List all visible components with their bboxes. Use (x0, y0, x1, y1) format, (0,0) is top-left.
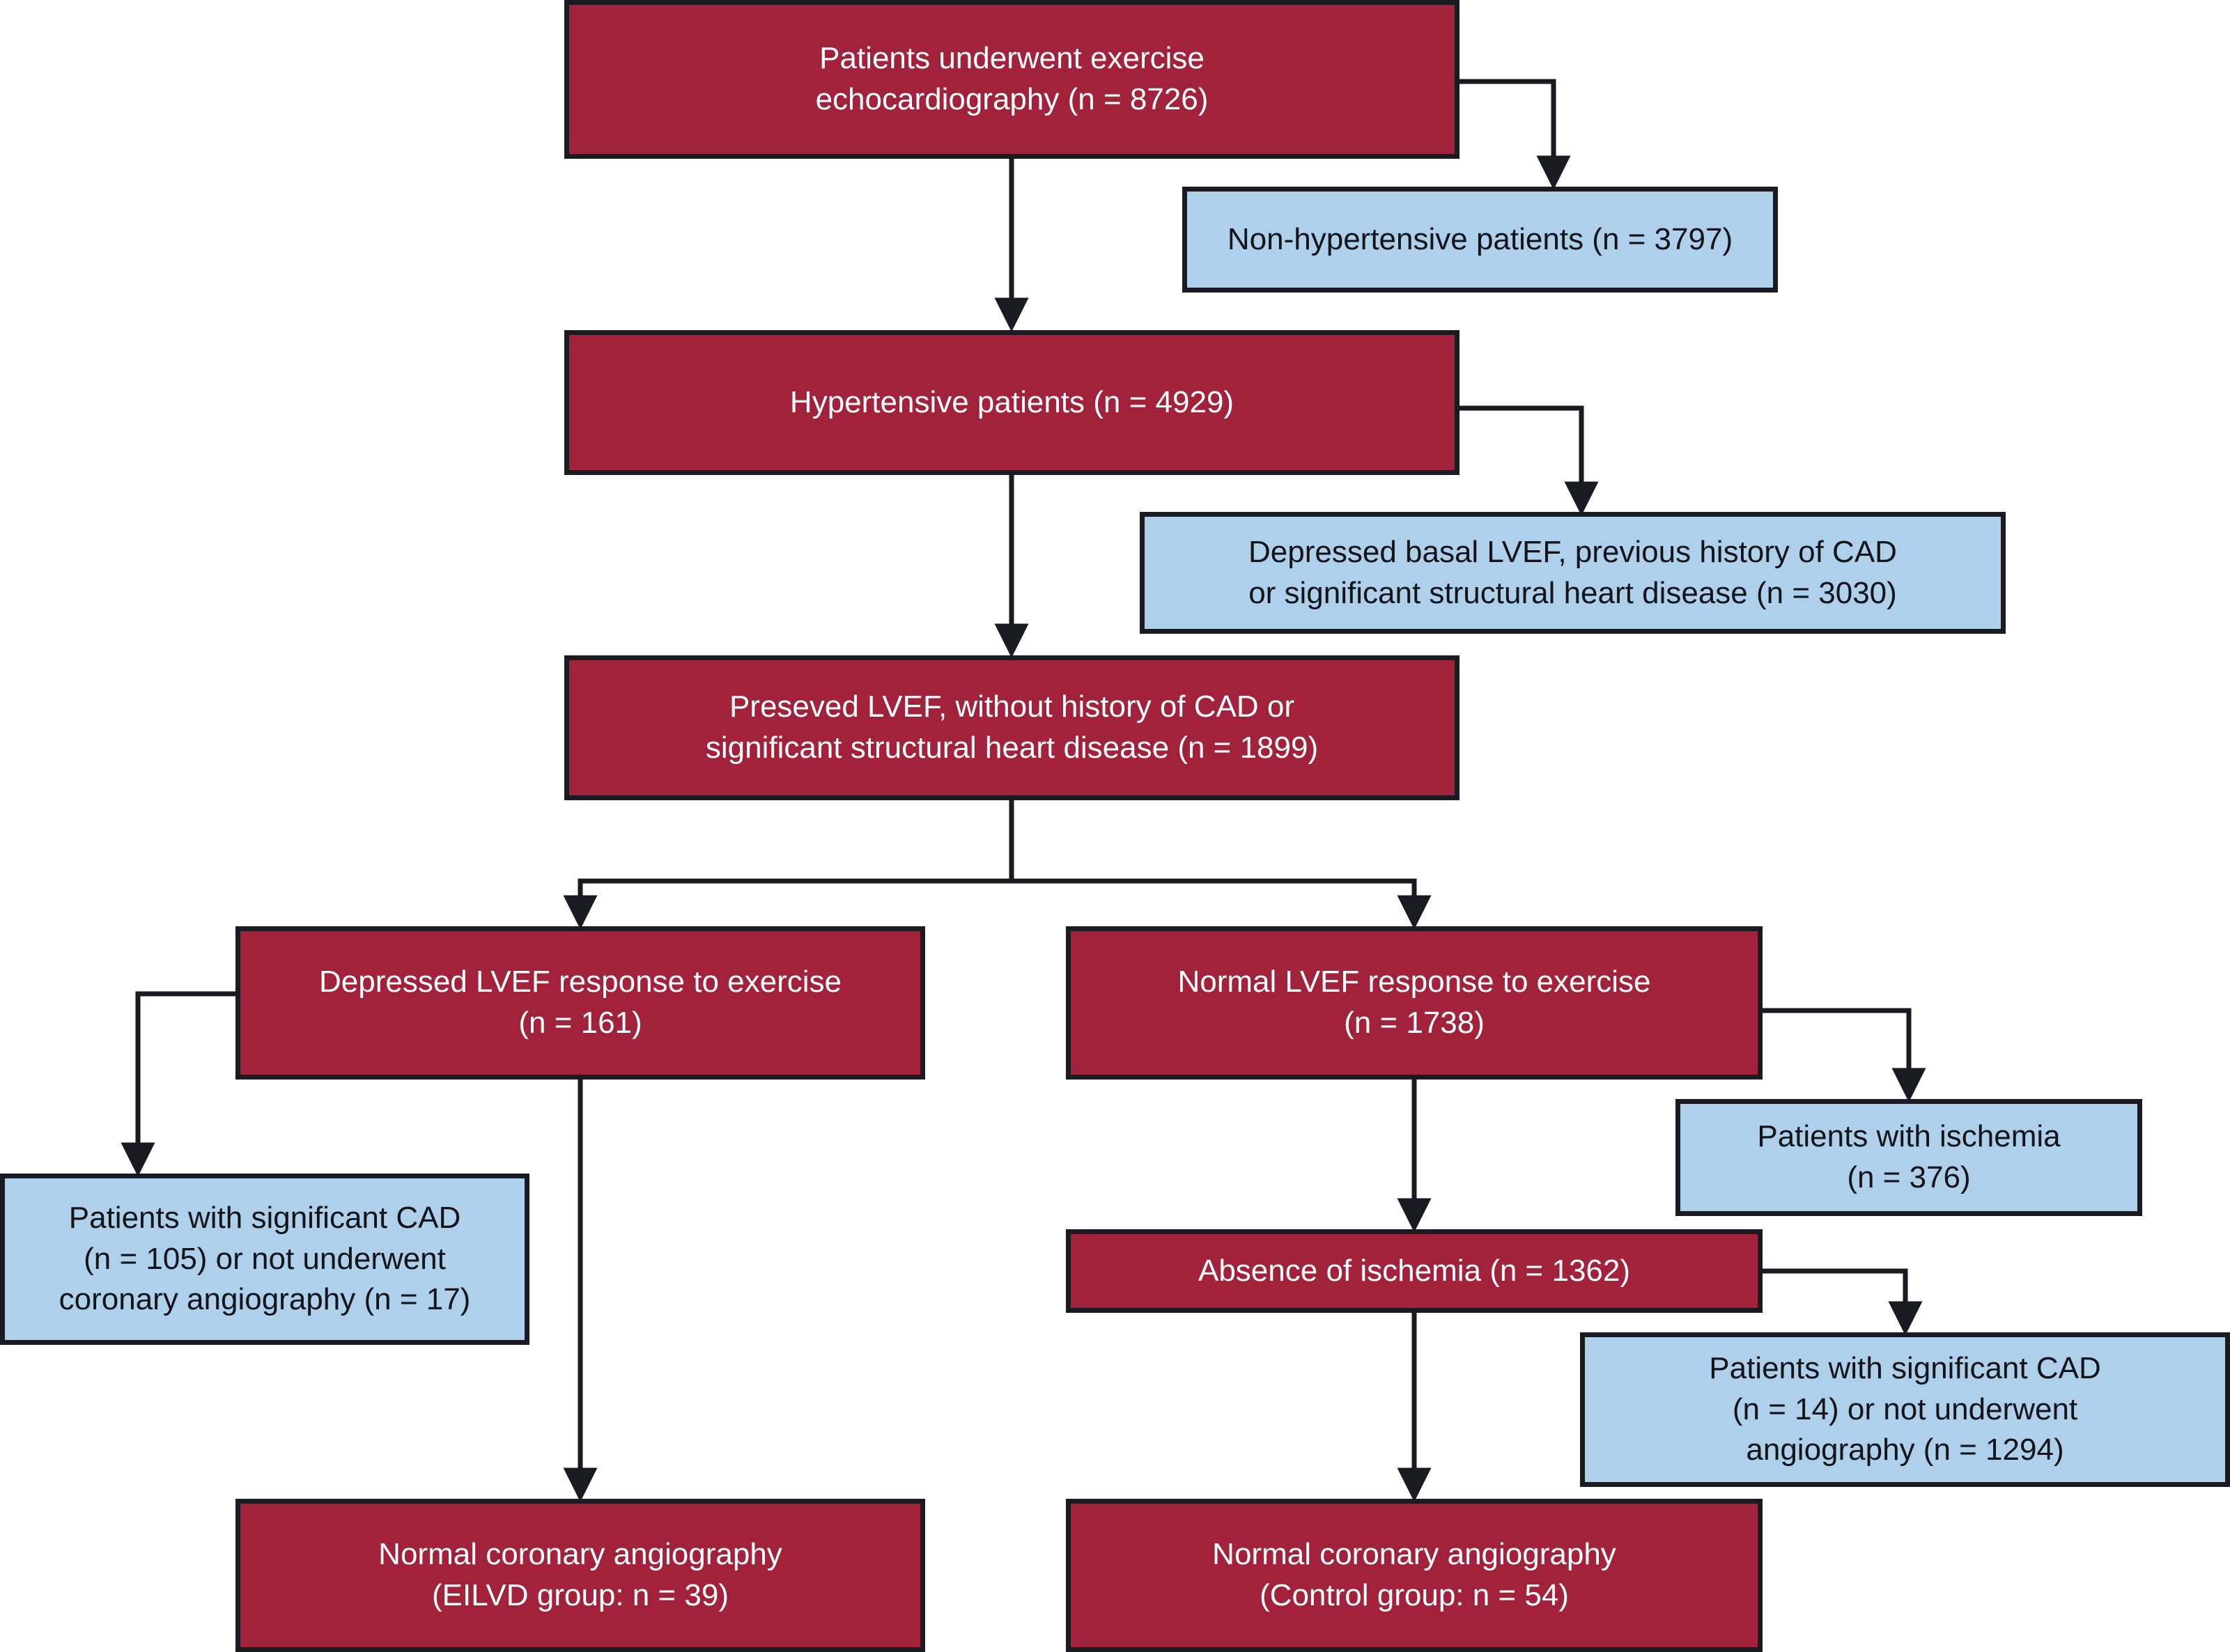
node-preserved-lvef: Preseved LVEF, without history of CAD or… (564, 655, 1459, 800)
node-hypertensive-label: Hypertensive patients (n = 4929) (789, 384, 1234, 419)
node-eilvd-group: Normal coronary angiography (EILVD group… (235, 1499, 925, 1652)
edge-normal-response-to-ischemia (1763, 1008, 1926, 1102)
edge-enrolled-to-non-hypertensive (1459, 79, 1571, 190)
node-depressed-lvef-response-label: Depressed LVEF response to exercise (n =… (319, 965, 842, 1040)
edge-depressed-response-to-cad-left (121, 991, 235, 1177)
node-normal-lvef-response-label: Normal LVEF response to exercise (n = 17… (1177, 965, 1651, 1040)
node-cad-or-no-angio-left: Patients with significant CAD (n = 105) … (0, 1174, 529, 1345)
node-cad-or-no-angio-left-label: Patients with significant CAD (n = 105) … (59, 1200, 471, 1317)
node-enrolled-label: Patients underwent exercise echocardiogr… (815, 41, 1209, 116)
node-preserved-lvef-label: Preseved LVEF, without history of CAD or… (705, 689, 1319, 765)
edge-preserved-lvef-to-depressed-response (563, 800, 1014, 930)
node-patients-with-ischemia-label: Patients with ischemia (n = 376) (1757, 1119, 2061, 1194)
node-depressed-basal-lvef: Depressed basal LVEF, previous history o… (1140, 512, 2006, 634)
node-normal-lvef-response: Normal LVEF response to exercise (n = 17… (1066, 926, 1763, 1080)
node-depressed-lvef-response: Depressed LVEF response to exercise (n =… (235, 926, 925, 1080)
node-control-group-label: Normal coronary angiography (Control gro… (1212, 1537, 1616, 1612)
node-enrolled: Patients underwent exercise echocardiogr… (564, 0, 1459, 159)
node-eilvd-group-label: Normal coronary angiography (EILVD group… (378, 1537, 782, 1612)
edge-preserved-lvef-to-normal-response (1012, 878, 1432, 930)
node-control-group: Normal coronary angiography (Control gro… (1066, 1499, 1763, 1652)
node-patients-with-ischemia: Patients with ischemia (n = 376) (1675, 1099, 2142, 1216)
node-cad-or-no-angio-right: Patients with significant CAD (n = 14) o… (1580, 1332, 2230, 1487)
node-non-hypertensive-label: Non-hypertensive patients (n = 3797) (1227, 221, 1733, 256)
edge-absence-ischemia-to-cad-right (1763, 1268, 1923, 1336)
node-cad-or-no-angio-right-label: Patients with significant CAD (n = 14) o… (1709, 1350, 2101, 1467)
edge-hypertensive-to-depressed-basal-lvef (1459, 405, 1599, 516)
node-hypertensive: Hypertensive patients (n = 4929) (564, 330, 1459, 475)
node-absence-of-ischemia: Absence of ischemia (n = 1362) (1066, 1229, 1763, 1313)
node-absence-of-ischemia-label: Absence of ischemia (n = 1362) (1198, 1253, 1631, 1288)
node-non-hypertensive: Non-hypertensive patients (n = 3797) (1182, 187, 1778, 293)
node-depressed-basal-lvef-label: Depressed basal LVEF, previous history o… (1248, 534, 1897, 610)
